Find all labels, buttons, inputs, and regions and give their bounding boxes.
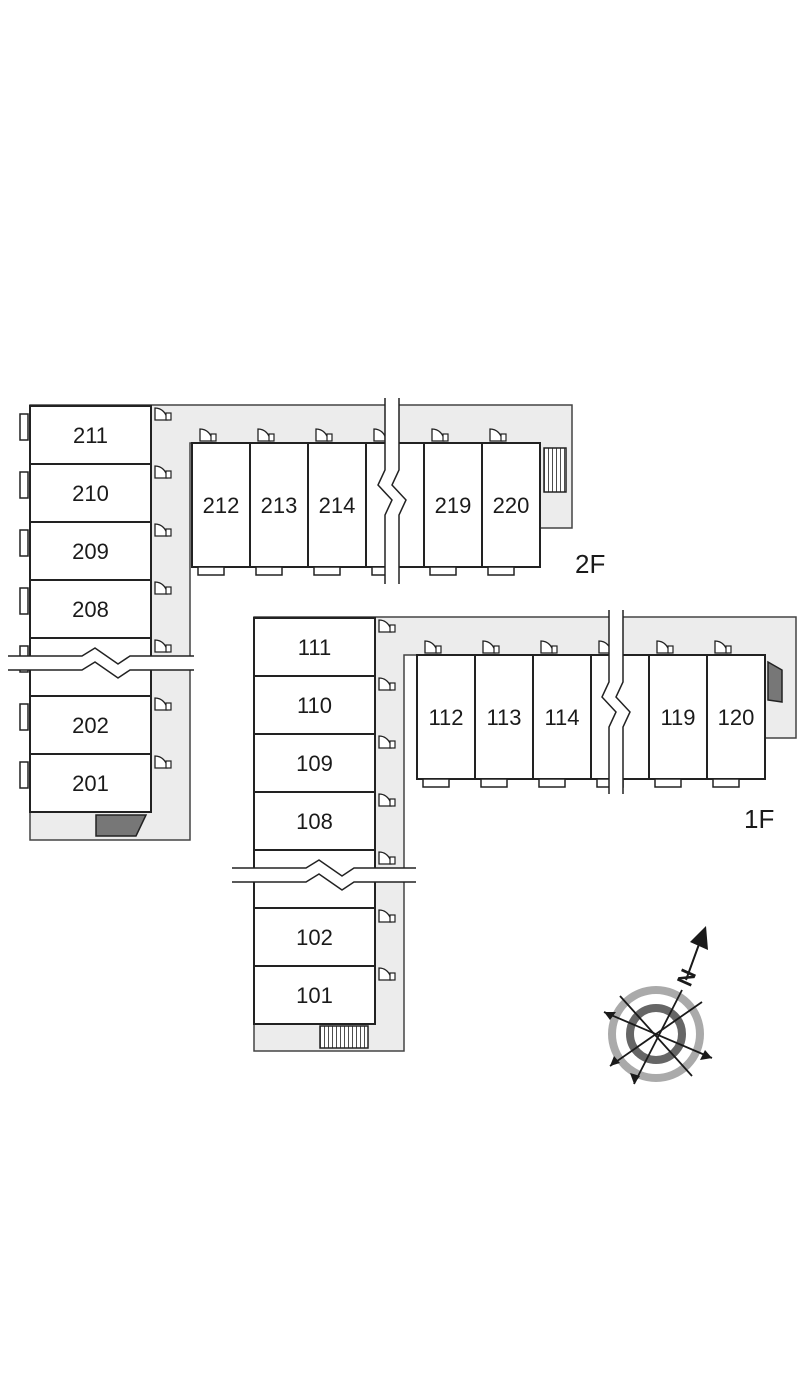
unit-number: 208 — [72, 597, 109, 622]
unit-111: 111 — [253, 617, 396, 677]
unit-212: 212 — [191, 428, 251, 576]
unit-number: 202 — [72, 713, 109, 738]
compass-rays — [603, 989, 713, 1085]
unit-202: 202 — [19, 695, 172, 755]
unit-number: 213 — [261, 493, 298, 518]
break-line-2f-horizontal — [8, 647, 194, 679]
unit-number: 219 — [435, 493, 472, 518]
unit-number: 220 — [493, 493, 530, 518]
left-wing-2f: 211 210 209 208 202 201 — [19, 405, 172, 813]
stairs-2f-left — [95, 814, 148, 837]
unit-220: 220 — [481, 428, 541, 576]
compass-arrowheads — [604, 1012, 712, 1084]
unit-number: 113 — [486, 705, 521, 730]
unit-110: 110 — [253, 675, 396, 735]
break-line-1f-horizontal — [232, 859, 416, 891]
unit-number: 112 — [428, 705, 463, 730]
unit-119: 119 — [648, 640, 708, 788]
floor-label-1f: 1F — [744, 804, 774, 834]
door-icon — [378, 851, 396, 865]
unit-211: 211 — [19, 405, 172, 465]
unit-number: 209 — [72, 539, 109, 564]
door-icon — [489, 428, 507, 442]
unit-number: 101 — [296, 983, 333, 1008]
unit-108: 108 — [253, 791, 396, 851]
unit-number: 108 — [296, 809, 333, 834]
unit-112: 112 — [416, 640, 476, 788]
door-icon — [482, 640, 500, 654]
unit-213: 213 — [249, 428, 309, 576]
compass-inner-ring — [626, 1004, 686, 1064]
break-line-2f-vertical — [377, 398, 407, 584]
unit-number: 120 — [718, 705, 755, 730]
unit-number: 111 — [298, 635, 331, 660]
unit-114: 114 — [532, 640, 592, 788]
door-icon — [154, 755, 172, 769]
door-icon — [154, 639, 172, 653]
unit-number: 210 — [72, 481, 109, 506]
compass-north-label: N — [672, 965, 701, 990]
unit-number: 201 — [72, 771, 109, 796]
stairs-1f-left — [319, 1025, 369, 1049]
door-icon — [199, 428, 217, 442]
unit-214: 214 — [307, 428, 367, 576]
door-icon — [540, 640, 558, 654]
door-icon — [656, 640, 674, 654]
unit-number: 212 — [203, 493, 240, 518]
floor-1f: 111 110 109 108 102 101 112 113 114 119 120 1F — [232, 610, 797, 1052]
unit-109: 109 — [253, 733, 396, 793]
unit-201: 201 — [19, 753, 172, 813]
door-icon — [714, 640, 732, 654]
door-icon — [378, 909, 396, 923]
floor-label-2f: 2F — [575, 549, 605, 579]
north-arrow-icon — [690, 926, 708, 950]
unit-number: 214 — [319, 493, 356, 518]
door-icon — [378, 967, 396, 981]
door-icon — [378, 793, 396, 807]
unit-number: 211 — [73, 423, 108, 448]
compass-outer-ring — [608, 986, 704, 1082]
break-line-1f-vertical — [601, 610, 631, 794]
floor-2f: 211 210 209 208 202 201 212 213 214 219 220 2F — [8, 398, 605, 841]
stairs-2f-right — [543, 447, 567, 493]
door-icon — [257, 428, 275, 442]
door-icon — [315, 428, 333, 442]
stairs-1f-right — [767, 660, 783, 703]
door-icon — [431, 428, 449, 442]
left-wing-1f: 111 110 109 108 102 101 — [253, 617, 396, 1025]
unit-210: 210 — [19, 463, 172, 523]
right-wing-2f: 212 213 214 219 220 — [191, 428, 541, 576]
right-wing-1f: 112 113 114 119 120 — [416, 640, 766, 788]
door-icon — [154, 465, 172, 479]
unit-number: 110 — [297, 693, 332, 718]
unit-number: 119 — [660, 705, 695, 730]
compass: N — [603, 926, 713, 1085]
unit-219: 219 — [423, 428, 483, 576]
unit-102: 102 — [253, 907, 396, 967]
unit-208: 208 — [19, 579, 172, 639]
door-icon — [424, 640, 442, 654]
unit-113: 113 — [474, 640, 534, 788]
unit-number: 102 — [296, 925, 333, 950]
unit-101: 101 — [253, 965, 396, 1025]
door-icon — [154, 697, 172, 711]
door-icon — [154, 407, 172, 421]
door-icon — [154, 523, 172, 537]
door-icon — [378, 619, 396, 633]
door-icon — [378, 677, 396, 691]
unit-209: 209 — [19, 521, 172, 581]
unit-number: 114 — [544, 705, 579, 730]
unit-120: 120 — [706, 640, 766, 788]
unit-number: 109 — [296, 751, 333, 776]
door-icon — [378, 735, 396, 749]
door-icon — [154, 581, 172, 595]
